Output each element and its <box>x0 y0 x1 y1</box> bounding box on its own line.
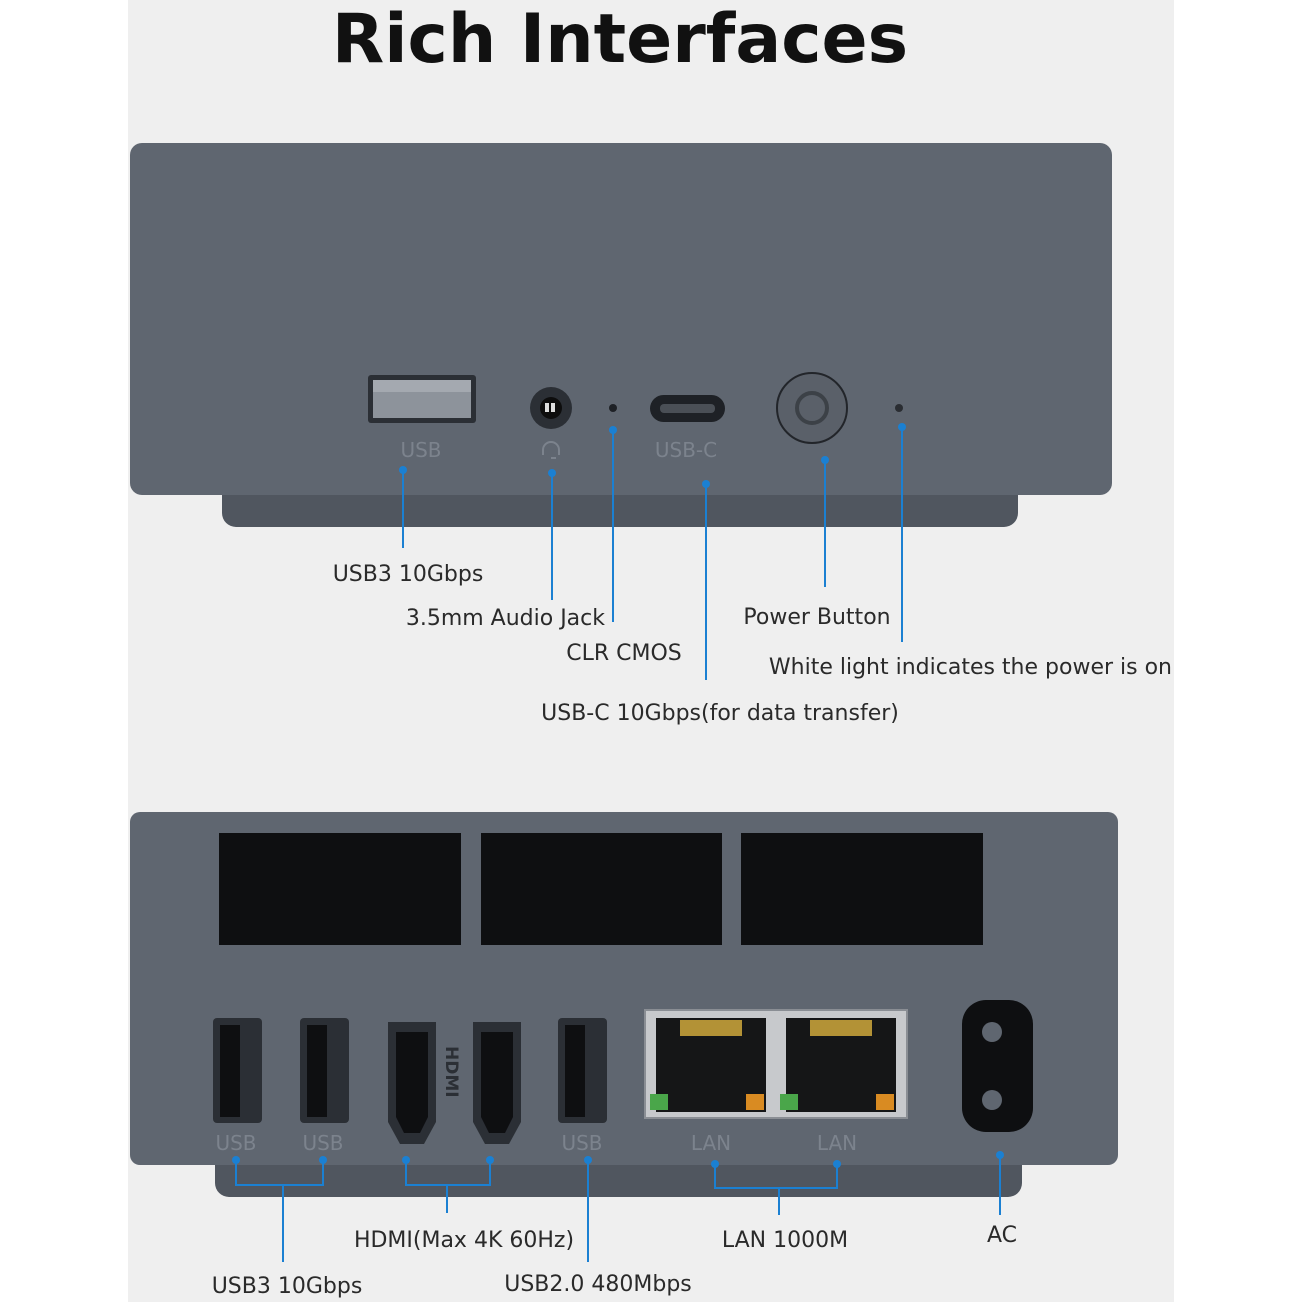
ac-power-inlet <box>962 1000 1033 1132</box>
hdmi-port <box>388 1022 436 1144</box>
callout-clr-cmos: CLR CMOS <box>566 641 682 666</box>
callout-hdmi: HDMI(Max 4K 60Hz) <box>354 1228 574 1253</box>
hdmi-logo: HDMI <box>441 1046 461 1098</box>
usb-port-label: USB <box>215 1131 256 1155</box>
callout-usb3: USB3 10Gbps <box>333 562 484 587</box>
usb-port-label: USB <box>302 1131 343 1155</box>
audio-jack <box>530 387 572 429</box>
callout-lan: LAN 1000M <box>722 1228 848 1253</box>
lan-port-label: LAN <box>817 1131 857 1155</box>
power-button <box>776 372 848 444</box>
usb-port-label: USB <box>561 1131 602 1155</box>
usb-port-label: USB <box>400 438 441 462</box>
rear-callout-lines <box>232 1151 1004 1262</box>
vent <box>219 833 461 945</box>
clr-cmos-hole <box>609 404 617 412</box>
callout-audio-jack: 3.5mm Audio Jack <box>406 606 605 631</box>
lan-ports <box>644 1009 908 1119</box>
headphone-icon <box>542 441 560 459</box>
usb-a-port <box>368 375 476 423</box>
usb-c-port-label: USB-C <box>655 438 717 462</box>
power-led <box>895 404 903 412</box>
callout-usb2: USB2.0 480Mbps <box>504 1272 692 1297</box>
rear-device: HDMI USB USB USB LAN LAN <box>130 812 1118 1197</box>
vent <box>481 833 722 945</box>
page-title: Rich Interfaces <box>332 0 908 79</box>
front-callout-lines <box>399 423 906 680</box>
callout-rear-usb3: USB3 10Gbps <box>212 1274 363 1299</box>
callout-power-button: Power Button <box>743 605 890 630</box>
vent <box>741 833 983 945</box>
hdmi-port <box>473 1022 521 1144</box>
lan-port-label: LAN <box>691 1131 731 1155</box>
callout-usb-c: USB-C 10Gbps(for data transfer) <box>541 701 899 726</box>
callout-power-led: White light indicates the power is on <box>769 655 1172 680</box>
usb-c-port <box>650 395 725 422</box>
front-device: USB USB-C <box>130 143 1112 527</box>
callout-ac: AC <box>987 1223 1017 1248</box>
